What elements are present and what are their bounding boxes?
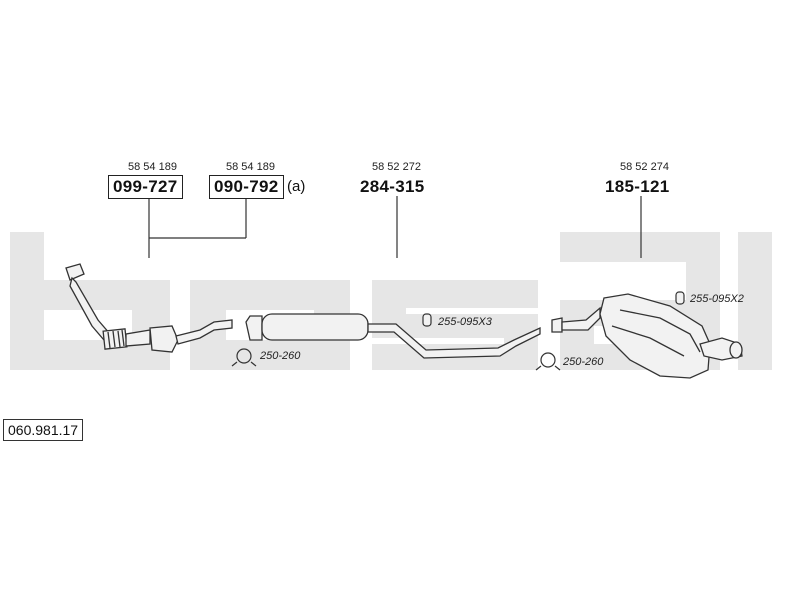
oem-number: 58 52 272: [372, 161, 421, 173]
part-number[interactable]: 284-315: [360, 177, 425, 196]
part-number-box[interactable]: 090-792: [209, 175, 284, 199]
rubber-hanger-icon: [422, 313, 432, 327]
hanger-label: 255-095X2: [690, 293, 744, 305]
part-number[interactable]: 185-121: [605, 177, 670, 196]
part-number-box[interactable]: 099-727: [108, 175, 183, 199]
oem-number: 58 54 189: [128, 161, 177, 173]
part-suffix: (a): [287, 178, 306, 195]
rubber-hanger-icon: [675, 291, 685, 305]
rear-silencer: [551, 293, 743, 379]
pipe-clamp-icon: [231, 348, 257, 367]
clamp-label: 250-260: [260, 350, 301, 362]
middle-silencer: [245, 313, 541, 359]
reference-number: 060.981.17: [3, 419, 84, 441]
leader-lines: [148, 196, 642, 258]
oem-number: 58 52 274: [620, 161, 669, 173]
front-pipe-catalyst: [65, 263, 233, 353]
pipe-clamp-icon: [535, 352, 561, 371]
clamp-label: 250-260: [563, 356, 604, 368]
oem-number: 58 54 189: [226, 161, 275, 173]
hanger-label: 255-095X3: [438, 316, 492, 328]
